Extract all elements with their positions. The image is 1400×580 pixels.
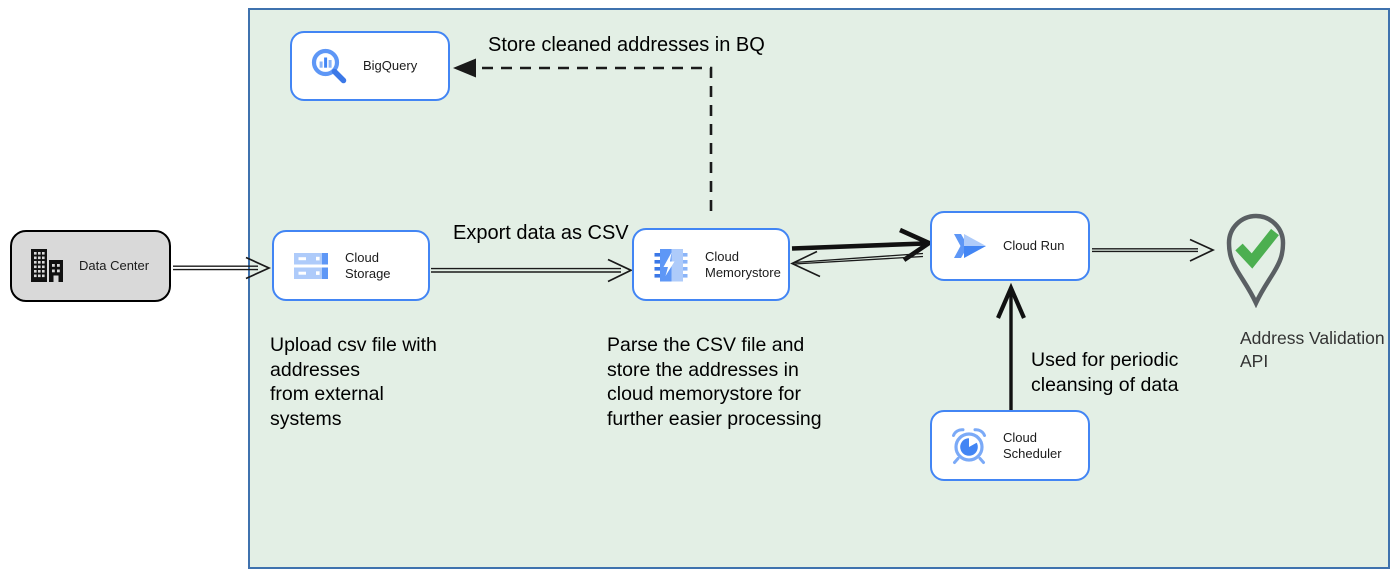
scheduler-clock-icon bbox=[949, 426, 989, 466]
bigquery-node[interactable]: BigQuery bbox=[290, 31, 450, 101]
cloud-scheduler-node[interactable]: Cloud Scheduler bbox=[930, 410, 1090, 481]
check-icon bbox=[1235, 228, 1279, 269]
address-validation-node[interactable] bbox=[1220, 206, 1292, 313]
cloud-run-icon bbox=[949, 226, 989, 266]
map-pin-check-icon bbox=[1226, 213, 1286, 309]
cloud-run-node[interactable]: Cloud Run bbox=[930, 211, 1090, 281]
cloud-memorystore-label: Cloud Memorystore bbox=[705, 248, 781, 280]
data-center-label: Data Center bbox=[79, 258, 150, 273]
annotation-upload-csv: Upload csv file with addresses from exte… bbox=[270, 334, 437, 430]
data-center-node[interactable]: Data Center bbox=[10, 230, 171, 302]
cloud-scheduler-label: Cloud Scheduler bbox=[1003, 429, 1062, 461]
cloud-run-label: Cloud Run bbox=[1003, 238, 1065, 253]
annotation-periodic-cleansing: Used for periodic cleansing of data bbox=[1031, 349, 1179, 396]
annotation-parse-csv: Parse the CSV file and store the address… bbox=[607, 334, 822, 430]
memorystore-chip-icon bbox=[651, 245, 691, 285]
cloud-storage-node[interactable]: Cloud Storage bbox=[272, 230, 430, 301]
address-validation-label: Address Validation API bbox=[1240, 328, 1385, 371]
annotation-export-csv: Export data as CSV bbox=[453, 222, 629, 244]
cloud-memorystore-node[interactable]: Cloud Memorystore bbox=[632, 228, 790, 301]
building-icon bbox=[29, 247, 65, 285]
annotation-store-bq: Store cleaned addresses in BQ bbox=[488, 34, 765, 56]
bigquery-label: BigQuery bbox=[363, 58, 418, 73]
cloud-storage-label: Cloud Storage bbox=[345, 249, 391, 281]
bigquery-icon bbox=[309, 46, 349, 86]
cloud-storage-icon bbox=[291, 246, 331, 286]
system-boundary-container bbox=[248, 8, 1390, 569]
